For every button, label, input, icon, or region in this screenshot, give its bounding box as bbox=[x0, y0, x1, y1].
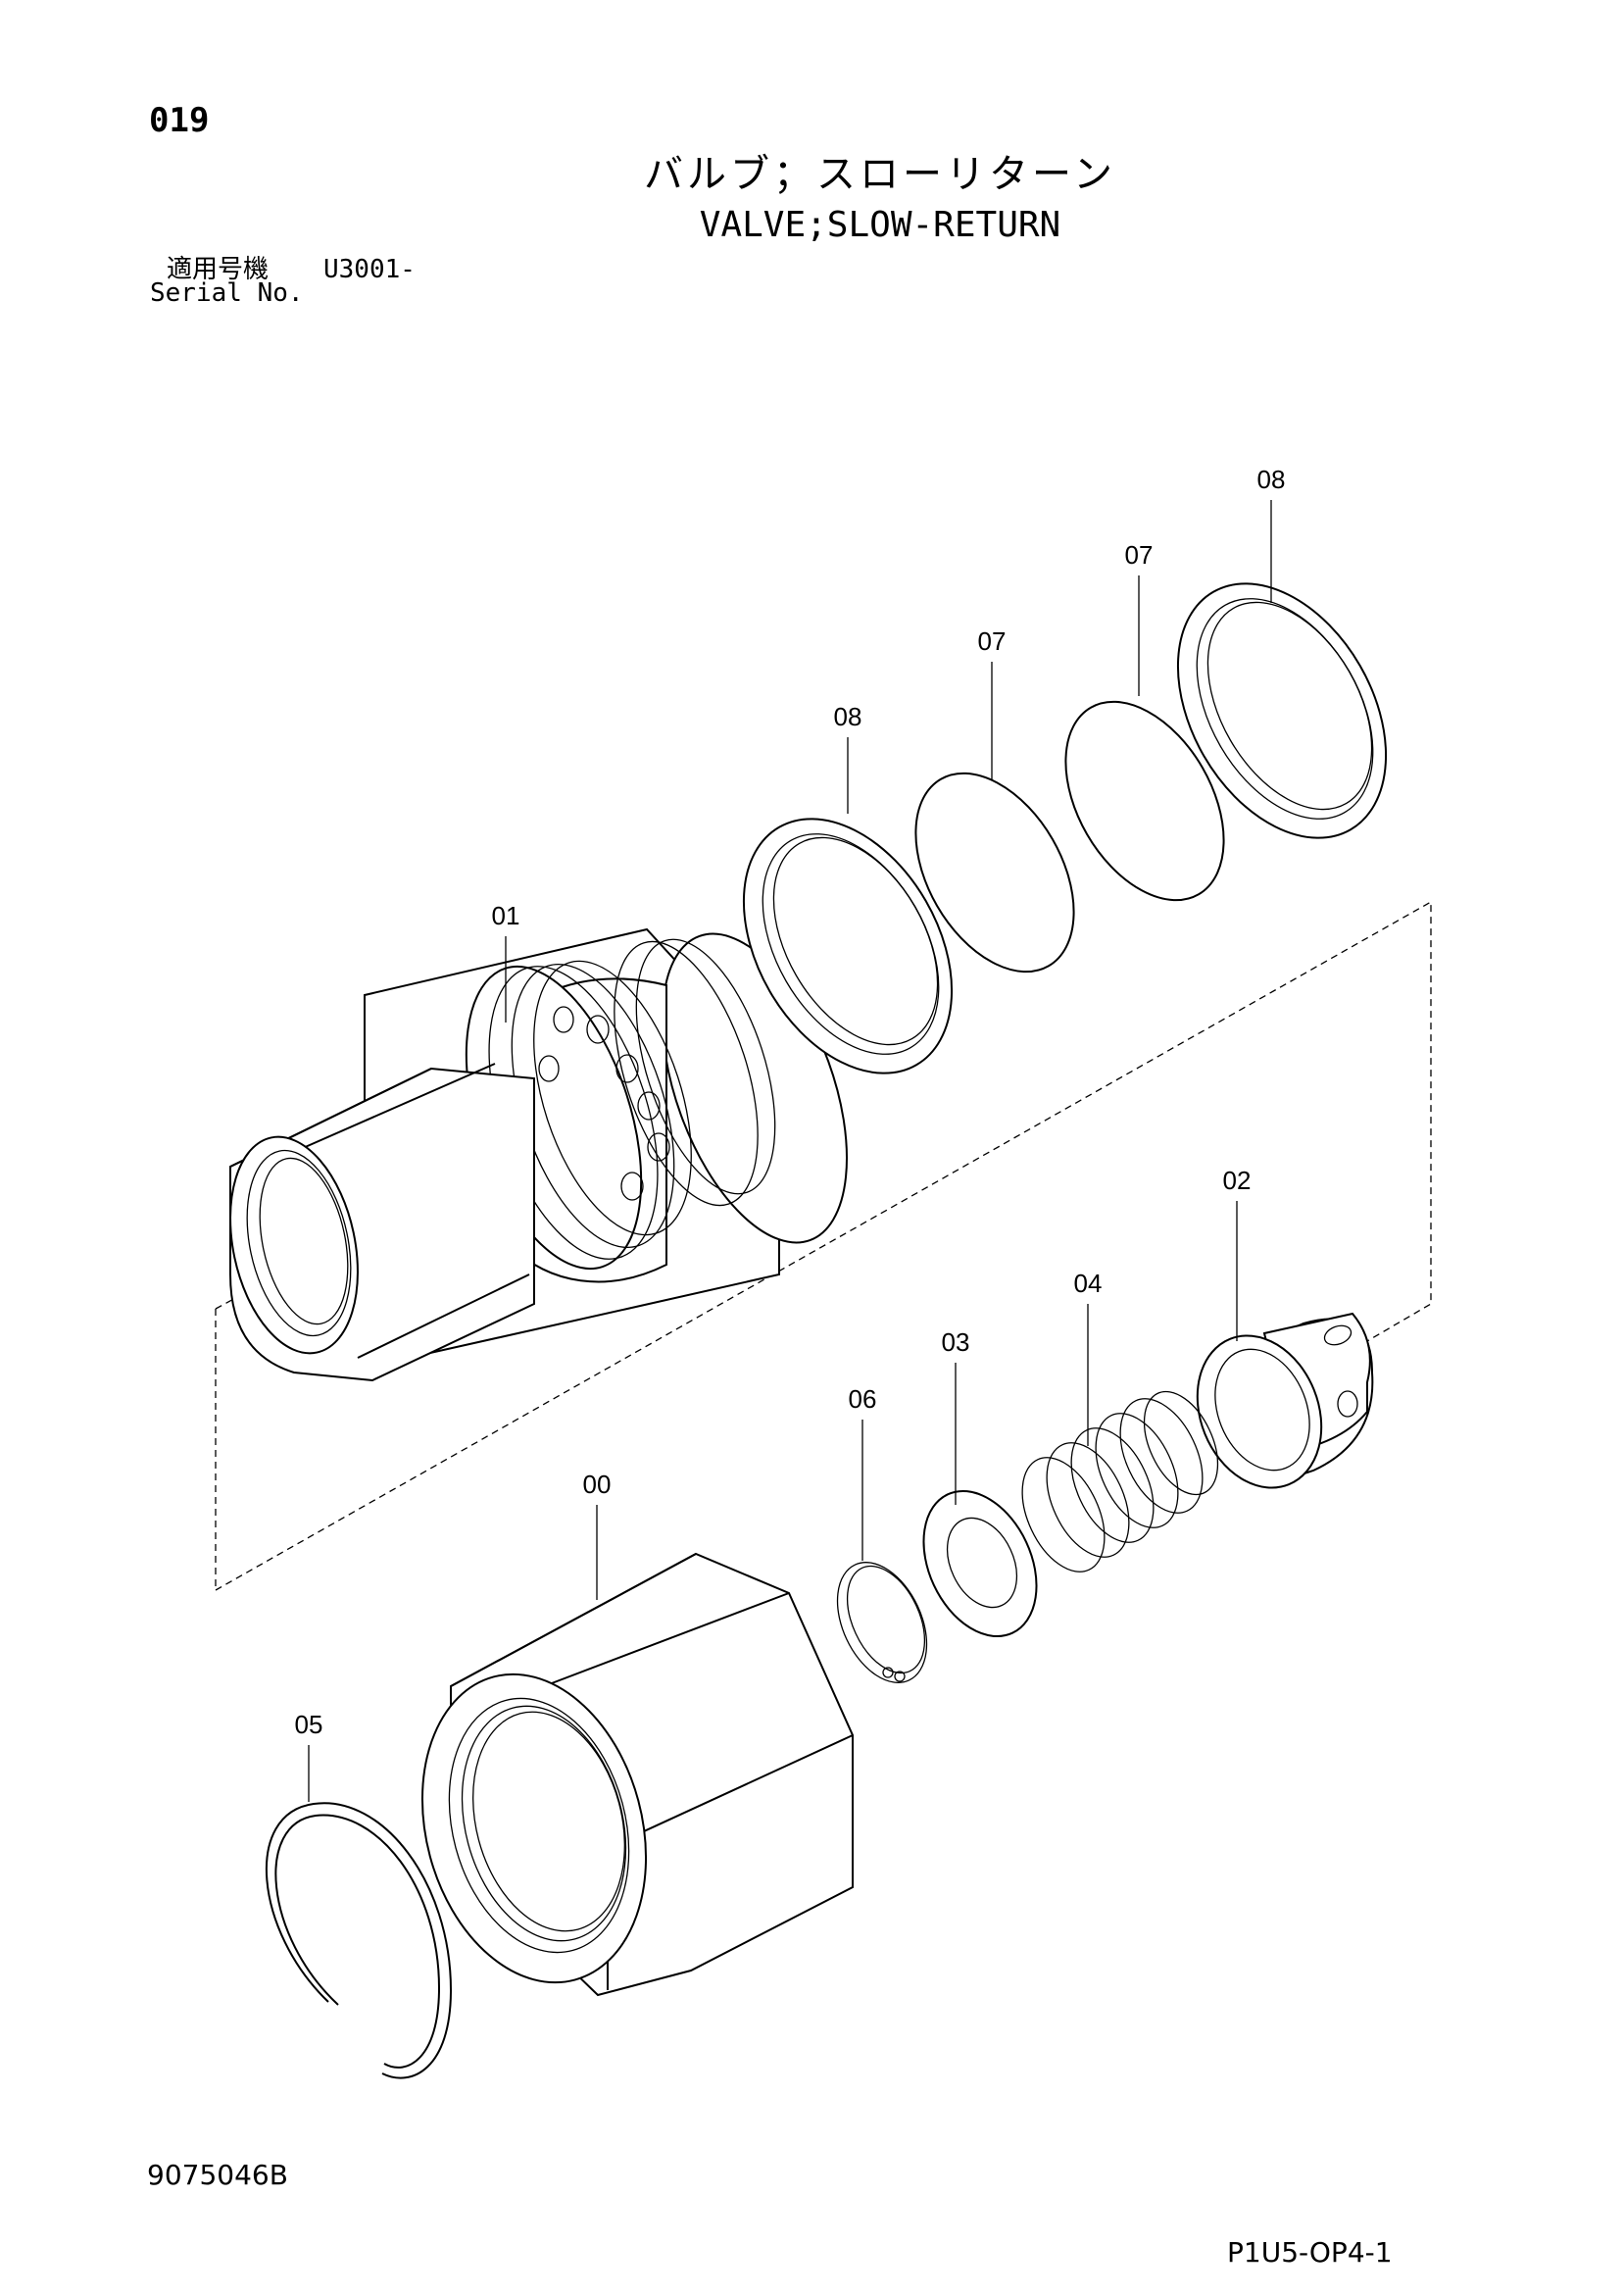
callout-01: 01 bbox=[492, 901, 520, 930]
callout-07-lower: 07 bbox=[978, 626, 1007, 656]
callout-03: 03 bbox=[942, 1327, 970, 1357]
part-06-snap-ring bbox=[836, 1562, 928, 1683]
callout-07-upper: 07 bbox=[1125, 540, 1154, 570]
part-07-disc-upper bbox=[1064, 700, 1225, 902]
serial-label-japanese: 適用号機 bbox=[167, 255, 270, 284]
part-08-ring-lower bbox=[742, 818, 954, 1074]
callout-labels: 00 01 02 03 04 05 06 07 07 08 08 bbox=[295, 465, 1286, 1739]
callout-08-lower: 08 bbox=[834, 702, 862, 731]
callout-02: 02 bbox=[1223, 1166, 1252, 1195]
part-05-retaining-ring bbox=[265, 1802, 453, 2079]
part-03-washer bbox=[922, 1489, 1038, 1638]
part-08-ring-upper bbox=[1176, 582, 1388, 839]
callout-00: 00 bbox=[583, 1470, 612, 1499]
drawing-number: 9075046B bbox=[147, 2159, 288, 2191]
serial-value: U3001- bbox=[323, 255, 416, 284]
callout-04: 04 bbox=[1074, 1269, 1103, 1298]
part-01-valve-body bbox=[229, 927, 849, 1382]
callout-05: 05 bbox=[295, 1710, 323, 1739]
part-04-spring bbox=[1021, 1390, 1219, 1572]
sheet-code: P1U5-OP4-1 bbox=[1227, 2236, 1393, 2269]
callout-08-upper: 08 bbox=[1257, 465, 1286, 494]
part-02-poppet bbox=[1196, 1312, 1374, 1489]
leader-lines bbox=[308, 500, 1272, 1802]
part-00-nut-housing bbox=[420, 1552, 854, 1997]
part-07-disc-lower bbox=[914, 772, 1075, 973]
title-japanese: バルブ；スローリターン bbox=[644, 152, 1116, 197]
callout-06: 06 bbox=[849, 1384, 877, 1414]
title-english: VALVE;SLOW-RETURN bbox=[699, 205, 1061, 245]
page-number: 019 bbox=[149, 101, 210, 140]
serial-label-english: Serial No. bbox=[150, 278, 304, 308]
